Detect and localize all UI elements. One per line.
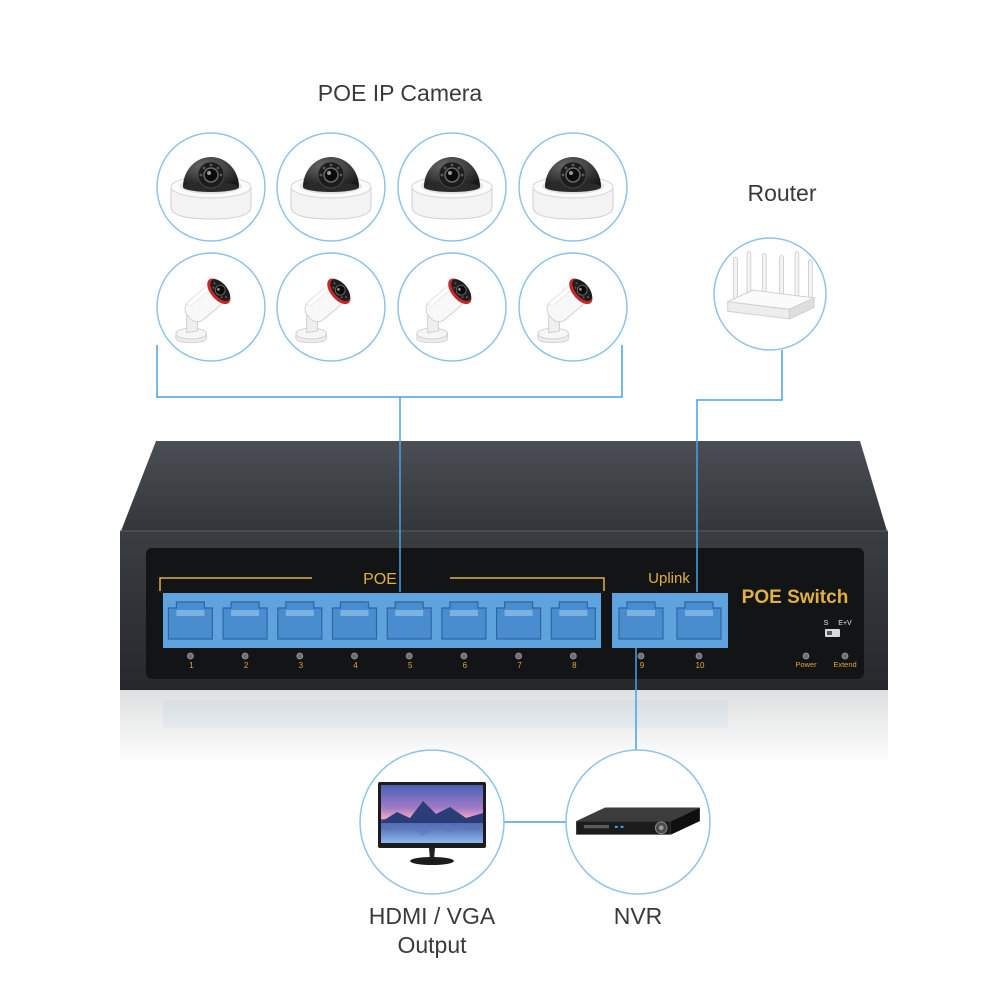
- ethernet-port: [333, 602, 377, 639]
- dip-switch-left-label: S: [824, 620, 829, 627]
- router-node: [714, 238, 826, 350]
- ethernet-port: [442, 602, 486, 639]
- dip-switch-right-label: E+V: [838, 620, 852, 627]
- camera-node: [398, 253, 506, 361]
- port-led: [516, 653, 522, 659]
- camera-node: [519, 133, 627, 241]
- camera-node: [277, 253, 385, 361]
- ethernet-port: [223, 602, 267, 639]
- port-pins: [559, 610, 587, 616]
- port-led: [187, 653, 193, 659]
- ethernet-port: [619, 602, 663, 639]
- ethernet-port: [497, 602, 541, 639]
- ethernet-port: [278, 602, 322, 639]
- port-number-label: 9: [640, 661, 645, 670]
- monitor-output-label-line2: Output: [397, 932, 467, 958]
- port-opening: [278, 602, 322, 639]
- poe-switch: POE Uplink 1 2 3 4 5 6 7 8 9 10 POE Switch S E+V…: [120, 441, 888, 690]
- camera-node: [157, 253, 265, 361]
- power-led: [803, 653, 809, 659]
- ethernet-port: [551, 602, 595, 639]
- port-number-label: 2: [244, 661, 249, 670]
- port-number-label: 5: [408, 661, 413, 670]
- camera-node: [519, 253, 627, 361]
- camera-node: [398, 133, 506, 241]
- monitor-node: [360, 750, 504, 894]
- port-number-label: 1: [189, 661, 194, 670]
- port-opening: [619, 602, 663, 639]
- uplink-group-label: Uplink: [648, 570, 690, 587]
- camera-node: [157, 133, 265, 241]
- port-pins: [505, 610, 533, 616]
- port-led: [242, 653, 248, 659]
- switch-model-label: POE Switch: [742, 587, 849, 608]
- ethernet-port: [677, 602, 721, 639]
- port-pins: [286, 610, 314, 616]
- dip-switch: [825, 629, 840, 637]
- port-led: [406, 653, 412, 659]
- port-led: [638, 653, 644, 659]
- switch-top-face: [121, 441, 887, 531]
- switch-reflection: [120, 690, 888, 765]
- port-opening: [168, 602, 212, 639]
- port-pins: [231, 610, 259, 616]
- port-number-label: 10: [696, 661, 705, 670]
- ethernet-port: [387, 602, 431, 639]
- router-label: Router: [747, 180, 816, 206]
- port-number-label: 4: [353, 661, 358, 670]
- camera-node: [277, 133, 385, 241]
- cameras-title: POE IP Camera: [318, 80, 483, 106]
- nvr-node: [566, 750, 710, 894]
- port-number-label: 6: [463, 661, 468, 670]
- extend-led: [842, 653, 848, 659]
- port-pins: [450, 610, 478, 616]
- port-opening: [497, 602, 541, 639]
- port-number-label: 8: [572, 661, 577, 670]
- dome-camera-row: [157, 133, 627, 241]
- port-opening: [387, 602, 431, 639]
- port-led: [297, 653, 303, 659]
- power-indicator-label: Power: [795, 660, 817, 669]
- port-pins: [395, 610, 423, 616]
- port-opening: [333, 602, 377, 639]
- port-led: [352, 653, 358, 659]
- port-pins: [341, 610, 369, 616]
- ethernet-port: [168, 602, 212, 639]
- port-number-label: 3: [299, 661, 304, 670]
- bullet-camera-row: [157, 253, 627, 361]
- extend-indicator-label: Extend: [833, 660, 856, 669]
- port-opening: [677, 602, 721, 639]
- nvr-label: NVR: [614, 903, 663, 929]
- port-number-label: 7: [517, 661, 522, 670]
- port-pins: [176, 610, 204, 616]
- port-opening: [223, 602, 267, 639]
- port-led: [461, 653, 467, 659]
- port-led: [696, 653, 702, 659]
- port-opening: [551, 602, 595, 639]
- poe-group-label: POE: [363, 571, 397, 588]
- port-pins: [685, 610, 713, 616]
- port-led: [570, 653, 576, 659]
- monitor-output-label-line1: HDMI / VGA: [369, 903, 496, 929]
- port-opening: [442, 602, 486, 639]
- port-pins: [627, 610, 655, 616]
